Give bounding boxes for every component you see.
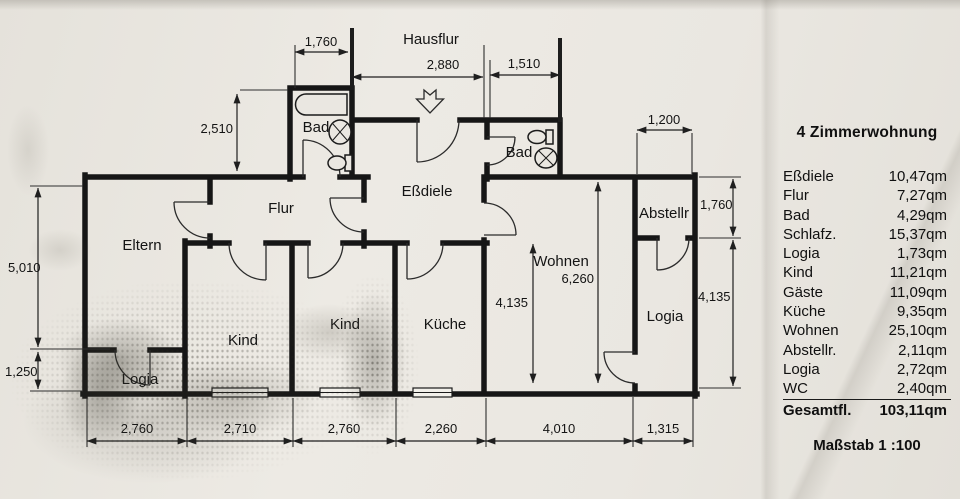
dim-abstell-width: 1,200 <box>648 112 681 127</box>
dim-top-bad: 1,760 <box>305 34 338 49</box>
dim-left-bad: 2,510 <box>200 121 233 136</box>
room-name: Wohnen <box>783 322 839 340</box>
wohnen-door <box>483 202 517 236</box>
room-label-essdiele: Eßdiele <box>402 183 453 200</box>
bathtub-icon <box>294 93 348 116</box>
apartment-title: 4 Zimmerwohnung <box>796 124 938 141</box>
entrance-door <box>416 119 460 163</box>
room-name: Küche <box>783 303 826 321</box>
dim-bottom-6: 1,315 <box>647 421 680 436</box>
room-name: Eßdiele <box>783 168 834 185</box>
room-labels: Hausflur Bad Bad Flur Eßdiele Eltern Woh… <box>122 31 689 388</box>
area-row: Flur 7,27qm <box>783 186 951 205</box>
room-area: 4,29qm <box>896 206 947 224</box>
area-row: Logia 1,73qm <box>783 244 951 263</box>
scale-label: Maßstab 1 :100 <box>813 436 921 454</box>
room-name: Logia <box>783 360 820 378</box>
room-area: 10,47qm <box>888 168 947 185</box>
toilet2-icon <box>527 129 547 145</box>
total-label: Gesamtfl. <box>783 401 852 419</box>
entrance-arrow-icon <box>414 88 446 114</box>
toilet2-tank-icon <box>545 129 554 145</box>
room-name: Logia <box>783 245 820 263</box>
room-label-logia-right: Logia <box>647 308 684 325</box>
room-label-bad-top: Bad <box>303 119 330 136</box>
room-area: 2,40qm <box>896 380 947 398</box>
dim-bottom-3: 2,760 <box>328 421 361 436</box>
room-area: 15,37qm <box>888 225 947 243</box>
room-name: Bad <box>783 206 810 224</box>
room-name: WC <box>783 380 808 398</box>
dim-bottom-1: 2,760 <box>121 421 154 436</box>
room-label-kind-mid: Kind <box>330 316 360 333</box>
room-area: 25,10qm <box>888 322 947 340</box>
room-name: Abstellr. <box>783 341 837 359</box>
dim-bottom-4: 2,260 <box>425 421 458 436</box>
room-name: Schlafz. <box>783 225 837 243</box>
room-label-hausflur: Hausflur <box>403 31 459 48</box>
dim-wohnen-full: 6,260 <box>561 271 594 286</box>
room-name: Gäste <box>783 283 824 301</box>
abstellraum-door <box>656 237 690 271</box>
dim-left-logia: 1,250 <box>5 364 38 379</box>
dim-top-wc: 1,510 <box>508 56 541 71</box>
wohnen-logia-door <box>603 351 636 384</box>
room-area: 9,35qm <box>896 303 947 321</box>
room-label-flur: Flur <box>268 200 294 217</box>
room-label-bad-wc: Bad <box>506 144 533 161</box>
area-row: Schlafz. 15,37qm <box>783 225 951 244</box>
toilet-icon <box>327 155 347 171</box>
room-label-kueche: Küche <box>424 316 467 333</box>
flur-essdiele-door <box>329 197 365 233</box>
dim-bottom-5: 4,010 <box>543 421 576 436</box>
room-label-abstellr: Abstellr <box>639 205 689 222</box>
dim-abstell-height: 1,760 <box>700 197 733 212</box>
dim-top-entry: 2,880 <box>427 57 460 72</box>
door-swings <box>114 119 690 386</box>
room-area: 1,73qm <box>896 245 947 263</box>
room-area: 11,21qm <box>889 264 947 282</box>
area-row: Abstellr. 2,11qm <box>783 341 951 360</box>
kueche-door <box>406 242 444 280</box>
room-label-logia-left: Logia <box>122 371 159 388</box>
area-row: Bad 4,29qm <box>783 206 951 225</box>
room-label-wohnen: Wohnen <box>533 253 589 270</box>
total-row: Gesamtfl. 103,11qm <box>783 401 951 420</box>
eltern-door <box>173 201 211 239</box>
room-area: 7,27qm <box>896 187 947 205</box>
area-row: Kind 11,21qm <box>783 263 951 282</box>
kind-left-door <box>228 242 267 281</box>
room-area: 2,11qm <box>898 341 947 359</box>
area-row: Logia 2,72qm <box>783 360 951 379</box>
room-name: Kind <box>783 264 814 282</box>
area-row: WC 2,40qm <box>783 379 951 400</box>
area-row: Eßdiele 10,47qm <box>783 167 951 186</box>
room-name: Flur <box>783 187 809 205</box>
kind-mid-door <box>307 242 344 279</box>
dim-bottom-2: 2,710 <box>224 421 257 436</box>
dim-logia-height: 4,135 <box>698 289 731 304</box>
dim-wohnen-height: 4,135 <box>495 295 528 310</box>
room-label-eltern: Eltern <box>122 237 161 254</box>
room-area: 11,09qm <box>889 283 947 301</box>
area-row: Küche 9,35qm <box>783 302 951 321</box>
dim-left-height: 5,010 <box>8 260 41 275</box>
dimension-labels: 1,760 2,880 1,510 2,510 5,010 1,250 1,20… <box>5 34 733 436</box>
room-area: 2,72qm <box>896 360 947 378</box>
area-row: Wohnen 25,10qm <box>783 321 951 340</box>
area-row: Gäste 11,09qm <box>783 283 951 302</box>
area-rows: Eßdiele 10,47qm Flur 7,27qm Bad 4,29qm Schl… <box>783 167 951 420</box>
total-area: 103,11qm <box>879 401 947 419</box>
area-table: 4 Zimmerwohnung Eßdiele 10,47qm Flur 7,27q… <box>783 124 951 454</box>
windows <box>211 387 453 398</box>
room-label-kind-left: Kind <box>228 332 258 349</box>
